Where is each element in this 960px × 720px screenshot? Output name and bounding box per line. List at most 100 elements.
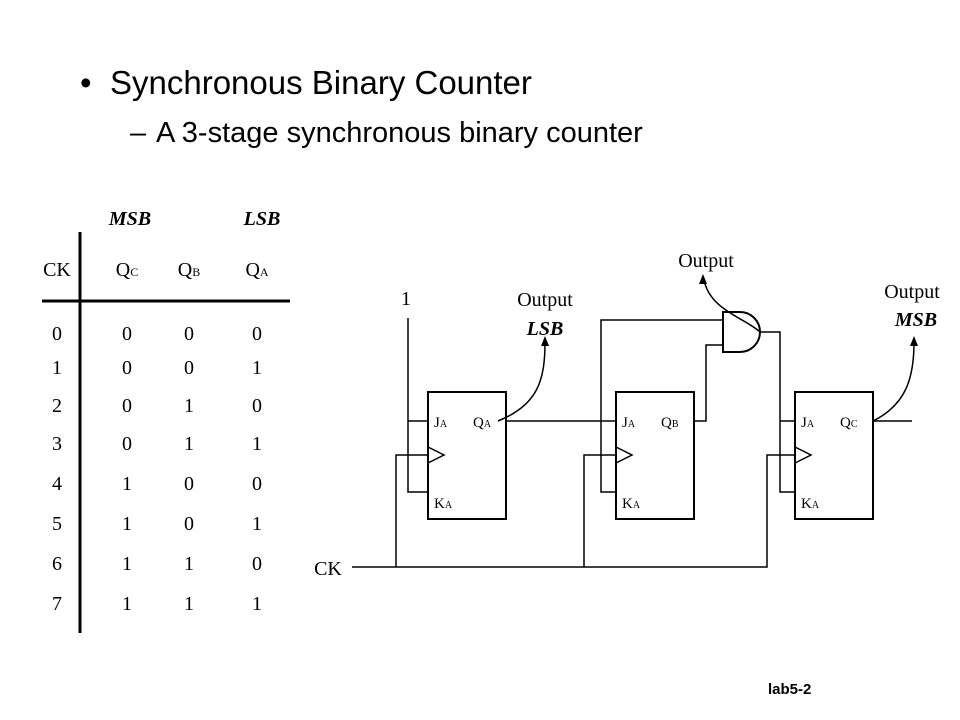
logic-one-label: 1 bbox=[401, 288, 411, 310]
header-main: Q bbox=[116, 259, 131, 281]
header-main: CK bbox=[43, 259, 71, 281]
j-pin-label: JA bbox=[622, 415, 636, 431]
table-cell: 0 bbox=[122, 323, 132, 345]
table-cell: 1 bbox=[184, 593, 194, 615]
circuit-wiring: 1 CK bbox=[314, 288, 912, 580]
lsb-label: LSB bbox=[243, 208, 281, 230]
slide-subtitle: –A 3-stage synchronous binary counter bbox=[130, 117, 643, 150]
table-cell: 1 bbox=[252, 593, 262, 615]
output-msb-tag: MSB bbox=[894, 309, 937, 331]
q-pin-label: QA bbox=[473, 415, 492, 431]
output-lsb-arrowhead bbox=[541, 336, 549, 346]
table-cell: 3 bbox=[52, 433, 62, 455]
clock-triangle-icon bbox=[615, 446, 634, 464]
k-pin-label: KA bbox=[622, 496, 641, 512]
table-cell: 1 bbox=[122, 473, 132, 495]
flipflop-group: JA QA KA JA QB KA JA QC KA bbox=[427, 391, 874, 520]
table-cell: 1 bbox=[122, 513, 132, 535]
table-cell: 1 bbox=[52, 357, 62, 379]
clock-triangle-icon bbox=[427, 446, 446, 464]
flipflop-body bbox=[794, 391, 874, 520]
slide-title-text: Synchronous Binary Counter bbox=[110, 64, 532, 101]
table-cell: 0 bbox=[252, 395, 262, 417]
clock-wire bbox=[352, 454, 795, 568]
table-cell: 7 bbox=[52, 593, 62, 615]
table-cell: 0 bbox=[184, 513, 194, 535]
table-cell: 1 bbox=[122, 553, 132, 575]
table-cell: 0 bbox=[184, 357, 194, 379]
table-header-cell: QA bbox=[245, 259, 268, 281]
table-cell: 1 bbox=[184, 395, 194, 417]
table-cell: 1 bbox=[184, 553, 194, 575]
table-header-cell: QB bbox=[178, 259, 200, 281]
table-cell: 1 bbox=[184, 433, 194, 455]
table-cell: 6 bbox=[52, 553, 62, 575]
table-cell: 0 bbox=[252, 323, 262, 345]
k-pin-label: KA bbox=[434, 496, 453, 512]
clock-to-ffa-wire bbox=[395, 454, 428, 567]
and-gate bbox=[722, 311, 761, 353]
table-cell: 1 bbox=[252, 357, 262, 379]
header-subscript: B bbox=[192, 265, 200, 279]
table-cell: 0 bbox=[184, 323, 194, 345]
qa-to-kb-wire bbox=[600, 421, 616, 493]
table-row: 5 1 0 1 bbox=[52, 513, 262, 535]
j-pin-label: JA bbox=[434, 415, 448, 431]
header-subscript: A bbox=[260, 265, 269, 279]
logic-one-wire bbox=[407, 318, 428, 493]
table-cell: 1 bbox=[122, 593, 132, 615]
output-and-arrowhead bbox=[699, 274, 707, 284]
clock-triangle-icon bbox=[794, 446, 813, 464]
table-row: 0 0 0 0 bbox=[52, 323, 262, 345]
table-cell: 0 bbox=[122, 395, 132, 417]
clock-to-ffb-wire bbox=[583, 454, 616, 567]
output-lsb-tag: LSB bbox=[526, 318, 564, 340]
j-pin-label: JA bbox=[801, 415, 815, 431]
table-header-cell: QC bbox=[116, 259, 138, 281]
flipflop-body bbox=[615, 391, 695, 520]
output-and-label: Output bbox=[678, 250, 734, 272]
slide-title: •Synchronous Binary Counter bbox=[80, 64, 532, 102]
table-cell: 0 bbox=[122, 357, 132, 379]
k-pin-label: KA bbox=[801, 496, 820, 512]
qa-to-and-wire bbox=[600, 319, 725, 421]
table-header-cell: CK bbox=[43, 259, 71, 281]
table-cell: 4 bbox=[52, 473, 62, 495]
footer-label: lab5-2 bbox=[768, 681, 812, 698]
msb-label: MSB bbox=[108, 208, 151, 230]
header-main: Q bbox=[178, 259, 193, 281]
table-cell: 5 bbox=[52, 513, 62, 535]
table-cell: 1 bbox=[252, 513, 262, 535]
and-output-wire bbox=[760, 331, 795, 493]
table-row: 1 0 0 1 bbox=[52, 357, 262, 379]
table-row: 6 1 1 0 bbox=[52, 553, 262, 575]
clock-label: CK bbox=[314, 558, 342, 580]
output-lsb-annotation: Output LSB bbox=[497, 289, 573, 422]
header-main: Q bbox=[245, 259, 260, 281]
slide-subtitle-text: A 3-stage synchronous binary counter bbox=[156, 117, 643, 149]
dash-glyph: – bbox=[130, 117, 147, 149]
output-and-annotation: Output bbox=[678, 250, 761, 333]
output-msb-arrow bbox=[872, 341, 915, 422]
q-pin-label: QB bbox=[661, 415, 679, 431]
table-cell: 0 bbox=[52, 323, 62, 345]
jk-flipflop: JA QC KA bbox=[794, 391, 874, 520]
table-cell: 0 bbox=[252, 473, 262, 495]
output-msb-label: Output bbox=[884, 281, 940, 303]
output-msb-annotation: Output MSB bbox=[872, 281, 940, 422]
q-pin-label: QC bbox=[840, 415, 858, 431]
table-row: 4 1 0 0 bbox=[52, 473, 262, 495]
qb-to-and-wire bbox=[686, 344, 725, 422]
table-cell: 0 bbox=[252, 553, 262, 575]
table-cell: 1 bbox=[252, 433, 262, 455]
output-lsb-arrow bbox=[497, 341, 546, 422]
table-row: 7 1 1 1 bbox=[52, 593, 262, 615]
table-cell: 0 bbox=[184, 473, 194, 495]
output-msb-arrowhead bbox=[910, 336, 918, 346]
